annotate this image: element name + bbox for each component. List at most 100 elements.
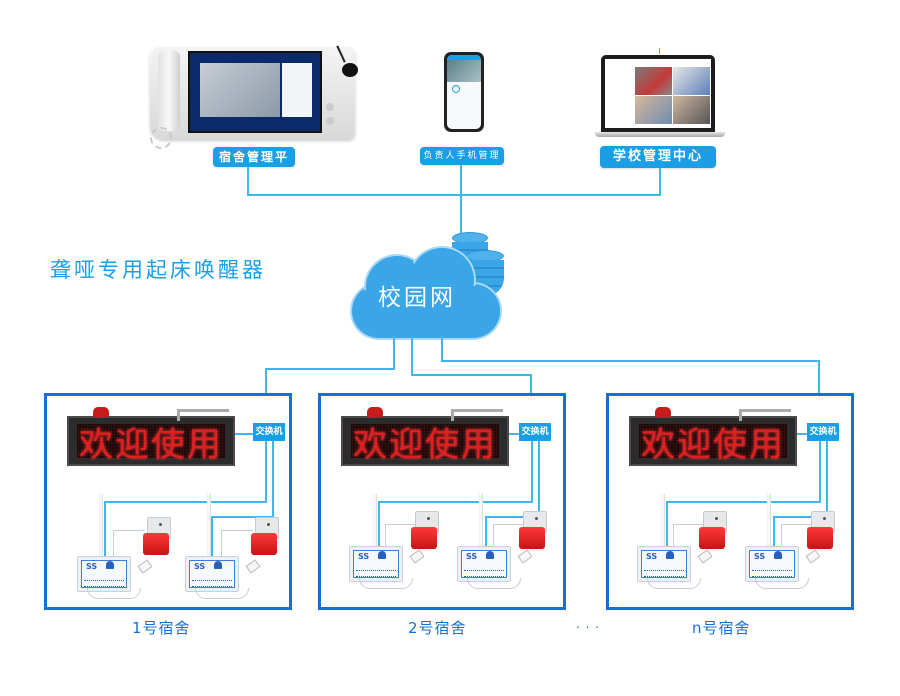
usb-cable xyxy=(647,578,701,589)
wake-controller: SS xyxy=(637,546,691,582)
network-switch: 交换机 xyxy=(253,423,285,441)
usb-cable xyxy=(467,578,521,589)
decorative-shape xyxy=(221,530,222,557)
connector-line xyxy=(104,501,106,561)
decorative-shape xyxy=(447,55,481,129)
device-detail xyxy=(106,561,114,569)
desktop-terminal-image xyxy=(150,45,365,149)
connector-line xyxy=(247,167,249,195)
decorative-shape xyxy=(221,530,253,531)
device-detail: SS xyxy=(194,562,206,571)
connector-line xyxy=(485,516,487,561)
device-detail xyxy=(411,527,437,549)
connector-line xyxy=(773,516,828,518)
device-detail: SS xyxy=(646,552,658,561)
connector-line xyxy=(818,360,820,416)
device-detail xyxy=(378,551,386,559)
wake-controller: SS xyxy=(185,556,239,592)
device-detail: SS xyxy=(358,552,370,561)
decorative-shape xyxy=(601,55,715,132)
led-text: 欢迎使用 xyxy=(641,424,785,465)
usb-cable xyxy=(195,588,249,599)
antenna xyxy=(373,493,377,561)
connector-line xyxy=(211,516,213,561)
dorm-room-1: 欢迎使用 交换机 SS SS xyxy=(44,393,292,610)
decorative-shape xyxy=(282,63,312,117)
connector-line xyxy=(538,441,540,518)
connector-line xyxy=(411,336,413,376)
connector-line xyxy=(104,501,267,503)
decorative-shape xyxy=(673,96,710,124)
cloud-label: 校园网 xyxy=(378,285,456,311)
decorative-shape xyxy=(595,132,725,137)
beacon-light xyxy=(655,407,671,417)
decorative-shape xyxy=(200,63,280,117)
device-detail xyxy=(752,570,792,577)
connector-line xyxy=(773,516,775,561)
led-text: 欢迎使用 xyxy=(353,424,497,465)
connector-line xyxy=(411,374,531,376)
device-detail: SS xyxy=(754,552,766,561)
device-detail xyxy=(749,550,795,578)
connector-line xyxy=(235,433,255,435)
device-detail xyxy=(699,527,725,549)
antenna xyxy=(767,493,771,561)
device-detail xyxy=(486,551,494,559)
device-detail xyxy=(774,551,782,559)
decorative-shape xyxy=(493,524,525,525)
device-detail xyxy=(464,570,504,577)
wake-controller: SS xyxy=(457,546,511,582)
antenna xyxy=(99,493,103,561)
page-title: 聋哑专用起床唤醒器 xyxy=(50,258,266,282)
connector-line xyxy=(659,48,660,54)
device-detail: SS xyxy=(466,552,478,561)
cloud-database-icon xyxy=(352,232,504,342)
strobe-alarm xyxy=(519,511,547,553)
connector-line xyxy=(819,441,821,503)
connector-line xyxy=(247,194,661,196)
beacon-light xyxy=(367,407,383,417)
decorative-shape xyxy=(113,530,114,557)
device-detail xyxy=(189,560,235,588)
device-detail xyxy=(356,570,396,577)
decorative-shape xyxy=(447,55,481,60)
laptop-image xyxy=(595,55,725,140)
connector-line xyxy=(211,516,274,518)
device-detail xyxy=(214,561,222,569)
decorative-shape xyxy=(326,103,334,111)
decorative-shape xyxy=(447,60,481,82)
decorative-shape xyxy=(412,250,472,310)
device-detail xyxy=(143,533,169,555)
device-detail xyxy=(192,580,232,587)
connector-line xyxy=(393,336,395,370)
led-display: 欢迎使用 xyxy=(67,416,235,466)
connector-line xyxy=(460,165,462,250)
device-detail xyxy=(353,550,399,578)
usb-cable xyxy=(87,588,141,599)
connector-line xyxy=(265,441,267,503)
dorm-room-n: 欢迎使用 交换机 SS SS xyxy=(606,393,854,610)
decorative-shape xyxy=(635,67,672,95)
usb-cable xyxy=(755,578,809,589)
strobe-alarm xyxy=(251,517,279,559)
decorative-shape xyxy=(781,524,813,525)
room-label-2: 2号宿舍 xyxy=(408,619,467,637)
network-switch: 交换机 xyxy=(807,423,839,441)
decorative-shape xyxy=(673,524,705,525)
device-detail xyxy=(251,533,277,555)
decorative-shape xyxy=(635,96,672,124)
connector-line xyxy=(485,516,540,518)
connector-line xyxy=(659,168,661,195)
mobile-manager-label: 负责人手机管理 xyxy=(420,147,504,165)
antenna xyxy=(451,409,503,421)
school-center-label: 学校管理中心 xyxy=(600,146,716,168)
dorm-room-2: 欢迎使用 交换机 SS SS xyxy=(318,393,566,610)
connector-line xyxy=(441,336,443,362)
room-label-n: n号宿舍 xyxy=(692,619,751,637)
antenna xyxy=(479,493,483,561)
device-detail xyxy=(641,550,687,578)
antenna xyxy=(207,493,211,561)
connector-line xyxy=(441,360,819,362)
device-detail xyxy=(807,527,833,549)
connector-line xyxy=(272,441,274,518)
